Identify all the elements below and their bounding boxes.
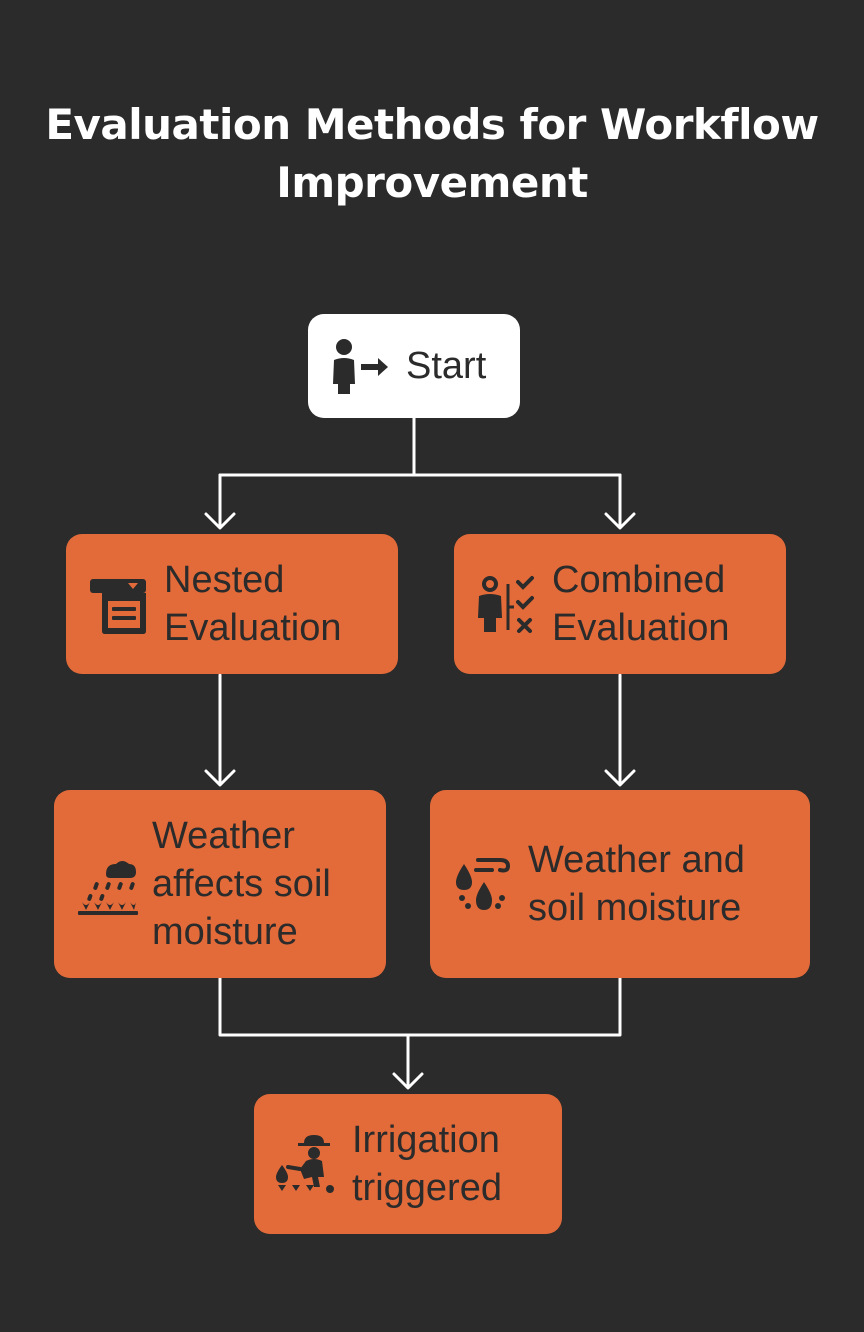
title-line-2: Improvement (276, 158, 588, 207)
irrigation-line-1: Irrigation (352, 1119, 500, 1161)
node-nested-evaluation: Nested Evaluation (66, 534, 398, 674)
arrowhead-irrigation (392, 1072, 424, 1090)
weather-affects-label: Weather affects soil moisture (152, 812, 331, 956)
node-start: Start (308, 314, 520, 418)
weather-affects-line-3: moisture (152, 911, 298, 953)
combined-line-2: Evaluation (552, 607, 730, 649)
irrigation-line-2: triggered (352, 1167, 502, 1209)
node-weather-and-soil-moisture: Weather and soil moisture (430, 790, 810, 978)
person-exit-icon (333, 339, 388, 394)
farmer-irrigation-icon (276, 1135, 334, 1193)
weather-and-label: Weather and soil moisture (528, 836, 745, 932)
person-checklist-icon (478, 576, 534, 633)
weather-and-line-2: soil moisture (528, 887, 742, 929)
nested-line-1: Nested (164, 559, 285, 601)
combined-line-1: Combined (552, 559, 726, 601)
weather-and-line-1: Weather and (528, 839, 745, 881)
edge-weather-merge (218, 976, 622, 1037)
document-list-icon (90, 579, 146, 634)
nested-label: Nested Evaluation (164, 556, 341, 652)
weather-affects-line-2: affects soil (152, 863, 331, 905)
rain-crops-icon (78, 861, 138, 915)
nested-line-2: Evaluation (164, 607, 342, 649)
diagram-title: Evaluation Methods for Workflow Improvem… (0, 96, 864, 212)
arrowhead-nested (204, 512, 236, 530)
title-line-1: Evaluation Methods for Workflow (45, 100, 819, 149)
node-weather-affects-soil-moisture: Weather affects soil moisture (54, 790, 386, 978)
arrowhead-weather-affects (204, 769, 236, 787)
arrowhead-weather-and (604, 769, 636, 787)
irrigation-label: Irrigation triggered (352, 1116, 502, 1212)
node-irrigation-triggered: Irrigation triggered (254, 1094, 562, 1234)
weather-affects-line-1: Weather (152, 815, 295, 857)
start-line-1: Start (406, 345, 487, 387)
start-label: Start (406, 342, 486, 390)
node-combined-evaluation: Combined Evaluation (454, 534, 786, 674)
edge-start-split (218, 416, 622, 477)
combined-label: Combined Evaluation (552, 556, 729, 652)
arrowhead-combined (604, 512, 636, 530)
water-drops-wind-icon (456, 858, 511, 910)
